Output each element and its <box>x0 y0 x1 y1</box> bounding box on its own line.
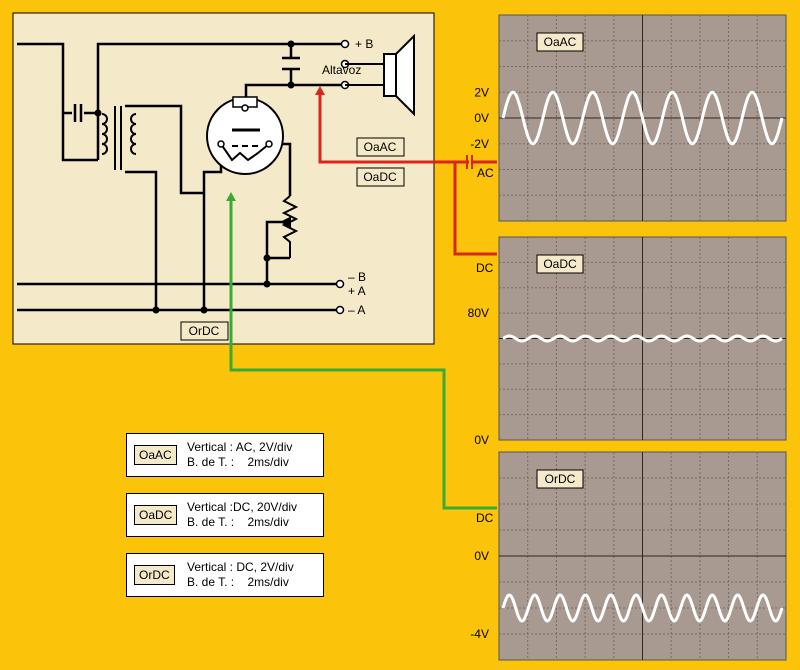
grid-probe-wire <box>229 198 497 510</box>
waveform-trace <box>502 334 783 343</box>
waveform-trace <box>501 593 784 623</box>
probe-tags: OaAC OaDC OrDC <box>180 137 405 341</box>
speaker-label: Altavoz <box>322 63 361 77</box>
terminal-a-plus-label: + A <box>348 284 366 298</box>
scope-tag-oadc: OaDC <box>543 257 577 271</box>
level-label: 0V <box>474 111 489 125</box>
probe-tag-ordc: OrDC <box>189 324 220 338</box>
settings-tag-oaac: OaAC <box>134 445 177 465</box>
probe-tag-oadc: OaDC <box>363 170 397 184</box>
scope-oadc: OaDC 80V 0V <box>468 236 787 447</box>
scope-tag-box <box>536 32 584 52</box>
grid-probe-arrow <box>226 192 236 201</box>
level-label: -2V <box>470 137 489 151</box>
junction-dots <box>94 40 295 314</box>
settings-tag-oadc: OaDC <box>134 505 178 525</box>
scope-tag-box <box>536 469 584 489</box>
level-label: 80V <box>468 306 489 320</box>
settings-vertical-oadc: Vertical :DC, 20V/div <box>187 500 298 514</box>
settings-vertical-oaac: Vertical : AC, 2V/div <box>187 440 293 454</box>
terminal-a-minus-label: – A <box>348 303 365 317</box>
terminal-b-plus-label: + B <box>355 37 373 51</box>
plate-probe-dc-branch <box>453 162 497 256</box>
level-label: -4V <box>470 627 489 641</box>
scope-oaac: OaAC 2V 0V -2V <box>470 14 787 222</box>
probe-tag-oaac: OaAC <box>364 140 397 154</box>
transformer <box>101 106 137 170</box>
level-label: 0V <box>474 549 489 563</box>
plate-probe-wire <box>318 90 497 164</box>
settings-timebase-ordc: B. de T. : 2ms/div <box>187 575 289 589</box>
dc-input-label-oadc: DC <box>476 261 494 275</box>
terminals <box>335 39 350 315</box>
vacuum-tube <box>206 96 284 175</box>
ac-input-label: AC <box>477 166 494 180</box>
oscilloscope-screens: OaAC 2V 0V -2V OaDC 80V 0V OrDC 0V -4V <box>468 14 787 661</box>
settings-timebase-oaac: B. de T. : 2ms/div <box>187 455 289 469</box>
level-label: 2V <box>474 85 489 99</box>
potentiometer <box>279 195 299 258</box>
settings-vertical-ordc: Vertical : DC, 2V/div <box>187 560 294 574</box>
waveform-trace <box>501 90 784 146</box>
probe-wires <box>226 86 497 510</box>
dc-input-label-ordc: DC <box>476 511 494 525</box>
scope-tag-box <box>536 254 584 274</box>
level-label: 0V <box>474 433 489 447</box>
plate-probe-arrow <box>315 86 325 95</box>
scope-tag-ordc: OrDC <box>545 472 576 486</box>
settings-timebase-oadc: B. de T. : 2ms/div <box>187 515 289 529</box>
speaker-icon <box>345 33 415 117</box>
terminal-b-minus-label: – B <box>348 270 366 284</box>
scope-tag-oaac: OaAC <box>544 35 577 49</box>
settings-tag-ordc: OrDC <box>134 565 175 585</box>
scope-ordc: OrDC 0V -4V <box>470 451 787 661</box>
